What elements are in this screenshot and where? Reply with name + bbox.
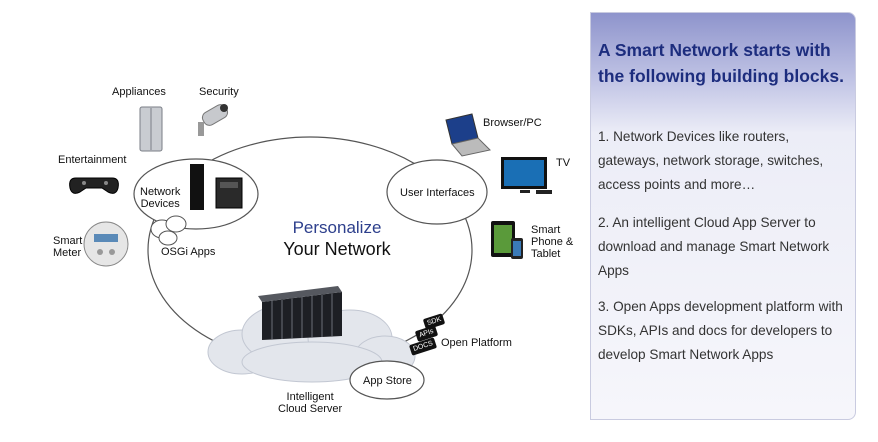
cloud-server-label: Intelligent Cloud Server bbox=[278, 391, 343, 415]
smart-phone-label: Smart Phone & Tablet bbox=[531, 224, 574, 260]
smart-meter-icon bbox=[83, 221, 129, 267]
security-label: Security bbox=[199, 86, 239, 98]
osgi-bubble-3 bbox=[158, 230, 178, 246]
browser-pc-label: Browser/PC bbox=[483, 117, 542, 129]
laptop-icon bbox=[445, 113, 492, 157]
user-interfaces-bubble bbox=[386, 159, 488, 225]
panel-heading: A Smart Network starts with the followin… bbox=[598, 40, 844, 86]
appliances-label: Appliances bbox=[112, 86, 166, 98]
panel-item-2: 2. An intelligent Cloud App Server to do… bbox=[598, 215, 830, 278]
center-title-line-1: Personalize bbox=[292, 218, 382, 237]
osgi-bubble-2 bbox=[165, 215, 187, 233]
tablet-phone-icon bbox=[491, 221, 523, 259]
smart-network-diagram: Appliances Security Entertainment Smart … bbox=[53, 86, 574, 415]
app-store-bubble bbox=[349, 360, 425, 400]
server-rack-icon bbox=[258, 286, 342, 340]
game-controller-icon bbox=[69, 177, 119, 194]
security-camera-icon bbox=[198, 104, 229, 136]
entertainment-label: Entertainment bbox=[58, 154, 127, 166]
network-storage-icon bbox=[215, 177, 243, 209]
building-blocks-panel: A Smart Network starts with the followin… bbox=[590, 12, 856, 420]
network-devices-label: Network Devices bbox=[140, 186, 181, 210]
router-icon bbox=[190, 164, 204, 210]
app-store-label: App Store bbox=[363, 375, 412, 387]
center-title-line-2: Your Network bbox=[283, 239, 391, 259]
panel-item-1: 1. Network Devices like routers, gateway… bbox=[598, 129, 824, 192]
center-title: Personalize Your Network bbox=[262, 218, 412, 260]
diagram-graphics bbox=[69, 104, 552, 400]
smart-meter-label: Smart Meter bbox=[53, 235, 83, 259]
open-platform-label: Open Platform bbox=[441, 337, 512, 349]
osgi-apps-label: OSGi Apps bbox=[161, 246, 216, 258]
panel-item-3: 3. Open Apps development platform with S… bbox=[598, 299, 843, 362]
tv-icon bbox=[501, 157, 552, 194]
tv-label: TV bbox=[556, 157, 571, 169]
user-interfaces-label: User Interfaces bbox=[400, 187, 475, 199]
refrigerator-icon bbox=[139, 106, 163, 152]
